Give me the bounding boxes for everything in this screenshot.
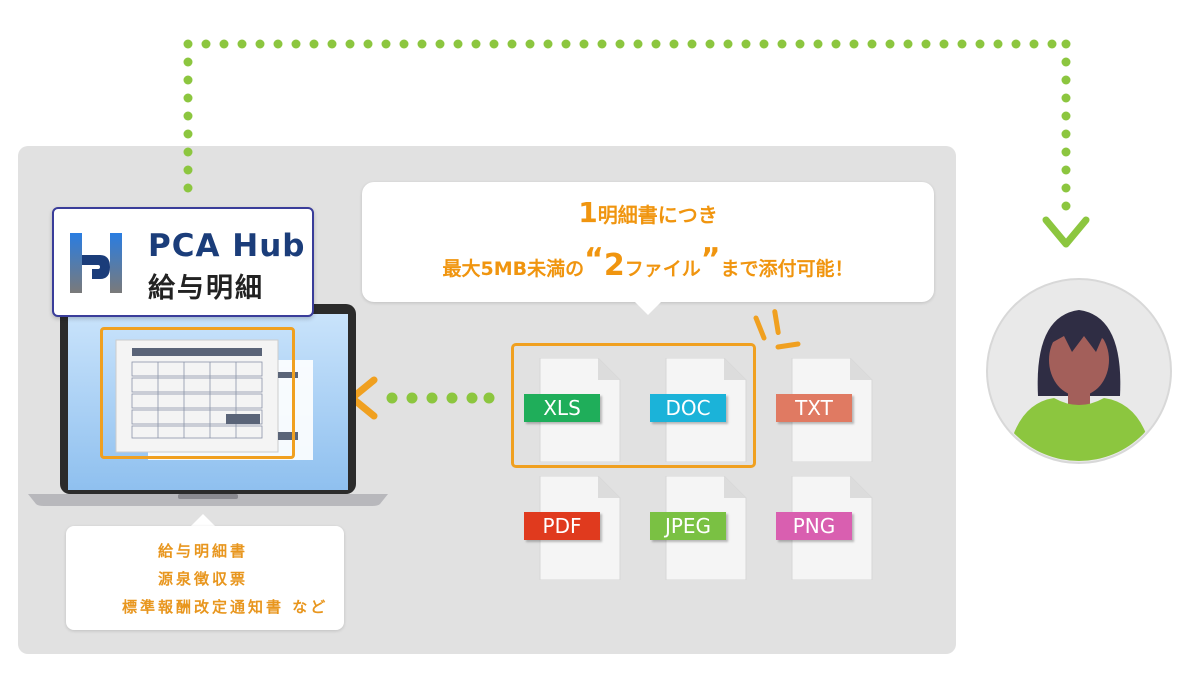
callout-text-1: 明細書につき xyxy=(597,203,718,227)
callout-text-2-pre: 最大5MB未満の xyxy=(442,258,585,280)
laptop-icon xyxy=(28,304,388,506)
callout-number-1: 1 xyxy=(578,196,598,229)
callout-number-2: 2 xyxy=(603,248,625,283)
file-label: JPEG xyxy=(650,512,726,540)
file-label: PDF xyxy=(524,512,600,540)
screen-documents-highlight xyxy=(100,327,295,459)
document-item: 源泉徴収票 xyxy=(158,570,249,588)
arrow-down-icon xyxy=(1042,216,1090,248)
file-label: XLS xyxy=(524,394,600,422)
callout-text-2-mid: ファイル xyxy=(624,258,701,280)
logo-name: PCA Hub xyxy=(148,228,306,264)
file-icon-png: PNG xyxy=(776,476,876,580)
callout-bubble: 1明細書につき 最大5MB未満の“2ファイル”まで添付可能！ xyxy=(362,182,934,302)
documents-caption: 給与明細書 源泉徴収票 標準報酬改定通知書 など xyxy=(66,526,344,630)
callout-text-2-post: まで添付可能！ xyxy=(720,258,854,280)
document-item: 給与明細書 xyxy=(158,542,249,560)
file-icon-xls: XLS xyxy=(524,358,624,462)
document-item: 標準報酬改定通知書 など xyxy=(122,598,329,616)
pca-hub-logo-card xyxy=(52,207,314,317)
callout-close-quote: ” xyxy=(700,242,721,277)
pca-hub-logo-icon xyxy=(70,233,122,293)
callout-line-1: 1明細書につき xyxy=(362,196,934,229)
file-icon-txt: TXT xyxy=(776,358,876,462)
user-avatar-icon xyxy=(986,278,1172,464)
supported-files-highlight xyxy=(511,343,756,468)
file-icon-jpeg: JPEG xyxy=(650,476,750,580)
logo-subtitle: 給与明細 xyxy=(148,273,264,304)
file-label: DOC xyxy=(650,394,726,422)
callout-open-quote: “ xyxy=(584,242,604,277)
file-label: TXT xyxy=(776,394,852,422)
file-icon-doc: DOC xyxy=(650,358,750,462)
file-label: PNG xyxy=(776,512,852,540)
callout-tail xyxy=(634,301,662,315)
callout-line-2: 最大5MB未満の“2ファイル”まで添付可能！ xyxy=(362,242,934,283)
docs-caption-tail xyxy=(190,514,216,527)
file-icon-pdf: PDF xyxy=(524,476,624,580)
